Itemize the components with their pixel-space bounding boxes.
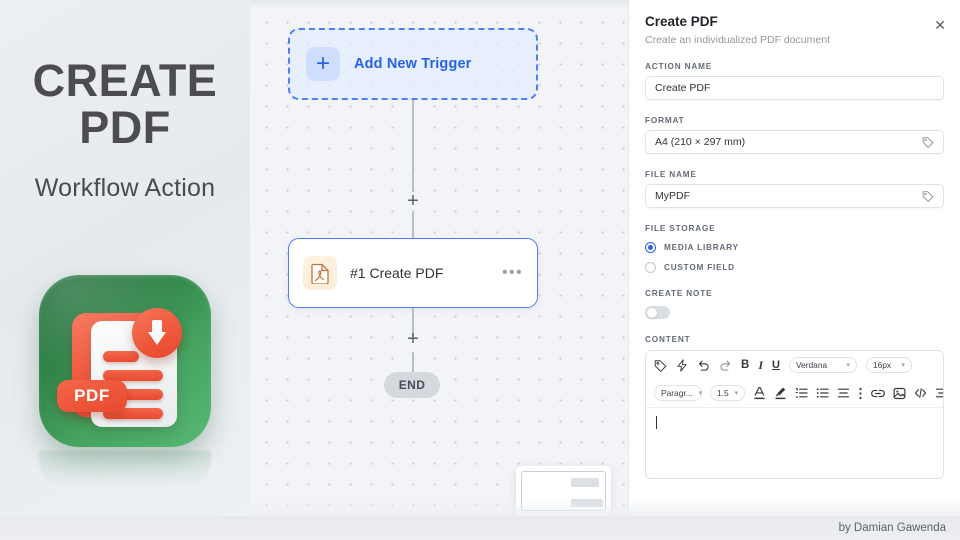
content-label: CONTENT	[645, 335, 691, 344]
highlight-icon[interactable]	[774, 386, 787, 400]
file-name-value: MyPDF	[655, 190, 690, 202]
chevron-down-icon: ▾	[734, 390, 739, 397]
document-front-shape	[91, 320, 177, 427]
format-label: FORMAT	[645, 116, 685, 125]
tag-icon[interactable]	[922, 136, 934, 148]
format-select[interactable]: A4 (210 × 297 mm)	[645, 130, 944, 154]
chevron-down-icon: ▾	[698, 390, 703, 397]
font-family-value: Verdana	[795, 360, 828, 370]
document-line	[103, 388, 163, 400]
document-back-shape	[72, 312, 168, 417]
add-step-button-upper[interactable]: +	[407, 190, 419, 212]
workflow-node-label: #1 Create PDF	[350, 265, 444, 281]
promo-title-line1: CREATE	[32, 55, 218, 106]
ellipsis-icon[interactable]: •••	[501, 264, 523, 281]
content-editable-area[interactable]	[646, 408, 943, 478]
workflow-node-create-pdf[interactable]: #1 Create PDF •••	[288, 238, 538, 308]
app-icon-wrapper: PDF	[39, 274, 211, 497]
add-new-trigger-button[interactable]: + Add New Trigger	[288, 28, 538, 100]
document-line	[103, 369, 163, 381]
line-height-select[interactable]: 1.5 ▾	[710, 385, 746, 401]
document-line	[103, 407, 163, 419]
minimap-block	[571, 478, 599, 487]
chevron-down-icon: ▾	[901, 362, 905, 369]
connector-line	[412, 212, 414, 238]
editor-toolbar-row-1: B I U Verdana ▾ 16px ▾	[646, 351, 943, 379]
tag-icon[interactable]	[922, 190, 934, 202]
radio-icon-selected	[645, 242, 656, 253]
file-storage-label: FILE STORAGE	[645, 224, 716, 233]
code-icon[interactable]	[914, 387, 927, 399]
file-name-input[interactable]: MyPDF	[645, 184, 944, 208]
connector-line	[412, 352, 414, 374]
pdf-download-app-icon: PDF	[39, 274, 211, 447]
plus-icon: +	[306, 47, 340, 81]
attribution-credit: by Damian Gawenda	[838, 522, 946, 534]
action-name-input[interactable]: Create PDF	[645, 76, 944, 100]
chevron-down-icon: ▾	[846, 362, 850, 369]
radio-custom-field[interactable]: CUSTOM FIELD	[645, 262, 944, 273]
radio-media-library[interactable]: MEDIA LIBRARY	[645, 242, 944, 253]
italic-icon[interactable]: I	[758, 357, 763, 372]
link-icon[interactable]	[871, 388, 886, 399]
icon-reflection	[39, 450, 211, 497]
document-line	[103, 350, 139, 362]
align-icon[interactable]	[837, 387, 850, 399]
action-name-value: Create PDF	[655, 82, 711, 94]
underline-icon[interactable]: U	[771, 359, 780, 371]
pdf-badge: PDF	[57, 379, 127, 412]
radio-icon-unselected	[645, 262, 656, 273]
connector-line	[412, 308, 414, 336]
radio-label-custom-field: CUSTOM FIELD	[664, 263, 735, 272]
line-height-value: 1.5	[717, 388, 729, 398]
panel-description: Create an individualized PDF document	[645, 34, 831, 46]
action-settings-panel: Create PDF Create an individualized PDF …	[628, 0, 960, 516]
more-options-icon[interactable]	[858, 387, 863, 400]
text-caret	[656, 416, 658, 429]
connector-line	[412, 100, 414, 192]
download-arrow-icon	[148, 319, 166, 346]
download-circle-shape	[132, 307, 182, 358]
lightning-icon[interactable]	[676, 358, 688, 372]
paragraph-style-value: Paragr...	[661, 388, 693, 398]
radio-label-media-library: MEDIA LIBRARY	[664, 243, 739, 252]
promo-subtitle: Workflow Action	[34, 173, 216, 202]
font-family-select[interactable]: Verdana ▾	[788, 357, 857, 373]
tag-icon[interactable]	[654, 359, 667, 372]
font-size-select[interactable]: 16px ▾	[865, 357, 912, 373]
add-new-trigger-label: Add New Trigger	[354, 56, 472, 72]
promo-panel: CREATE PDF Workflow Action PDF	[0, 0, 250, 540]
paragraph-style-select[interactable]: Paragr... ▾	[654, 385, 702, 401]
ordered-list-icon[interactable]	[795, 387, 808, 399]
file-name-label: FILE NAME	[645, 170, 697, 179]
indent-icon[interactable]	[935, 387, 943, 399]
undo-icon[interactable]	[697, 359, 710, 371]
canvas-minimap[interactable]	[516, 466, 611, 516]
end-node: END	[384, 372, 440, 398]
bullet-list-icon[interactable]	[816, 387, 829, 399]
close-icon[interactable]: ✕	[934, 17, 946, 33]
create-note-toggle[interactable]	[645, 306, 670, 319]
add-step-button-lower[interactable]: +	[407, 328, 419, 350]
minimap-block	[571, 499, 603, 507]
workflow-canvas[interactable]: + Add New Trigger + #1 Create PDF ••• + …	[250, 0, 628, 540]
minimap-viewport	[521, 471, 606, 511]
promo-title-line2: PDF	[79, 101, 171, 153]
footer-bar: by Damian Gawenda	[0, 516, 960, 540]
pdf-file-icon	[303, 256, 337, 290]
page-title: CREATE PDF	[8, 55, 243, 153]
redo-icon[interactable]	[719, 359, 732, 371]
font-size-value: 16px	[872, 360, 892, 370]
action-name-label: ACTION NAME	[645, 62, 713, 71]
panel-title: Create PDF	[645, 14, 718, 29]
content-rich-text-editor[interactable]: B I U Verdana ▾ 16px ▾ Paragr... ▾	[645, 350, 944, 479]
format-value: A4 (210 × 297 mm)	[655, 136, 746, 148]
editor-toolbar-row-2: Paragr... ▾ 1.5 ▾	[646, 379, 943, 408]
text-color-icon[interactable]	[753, 386, 766, 400]
image-icon[interactable]	[893, 387, 906, 400]
bold-icon[interactable]: B	[741, 359, 750, 371]
create-note-label: CREATE NOTE	[645, 289, 713, 298]
